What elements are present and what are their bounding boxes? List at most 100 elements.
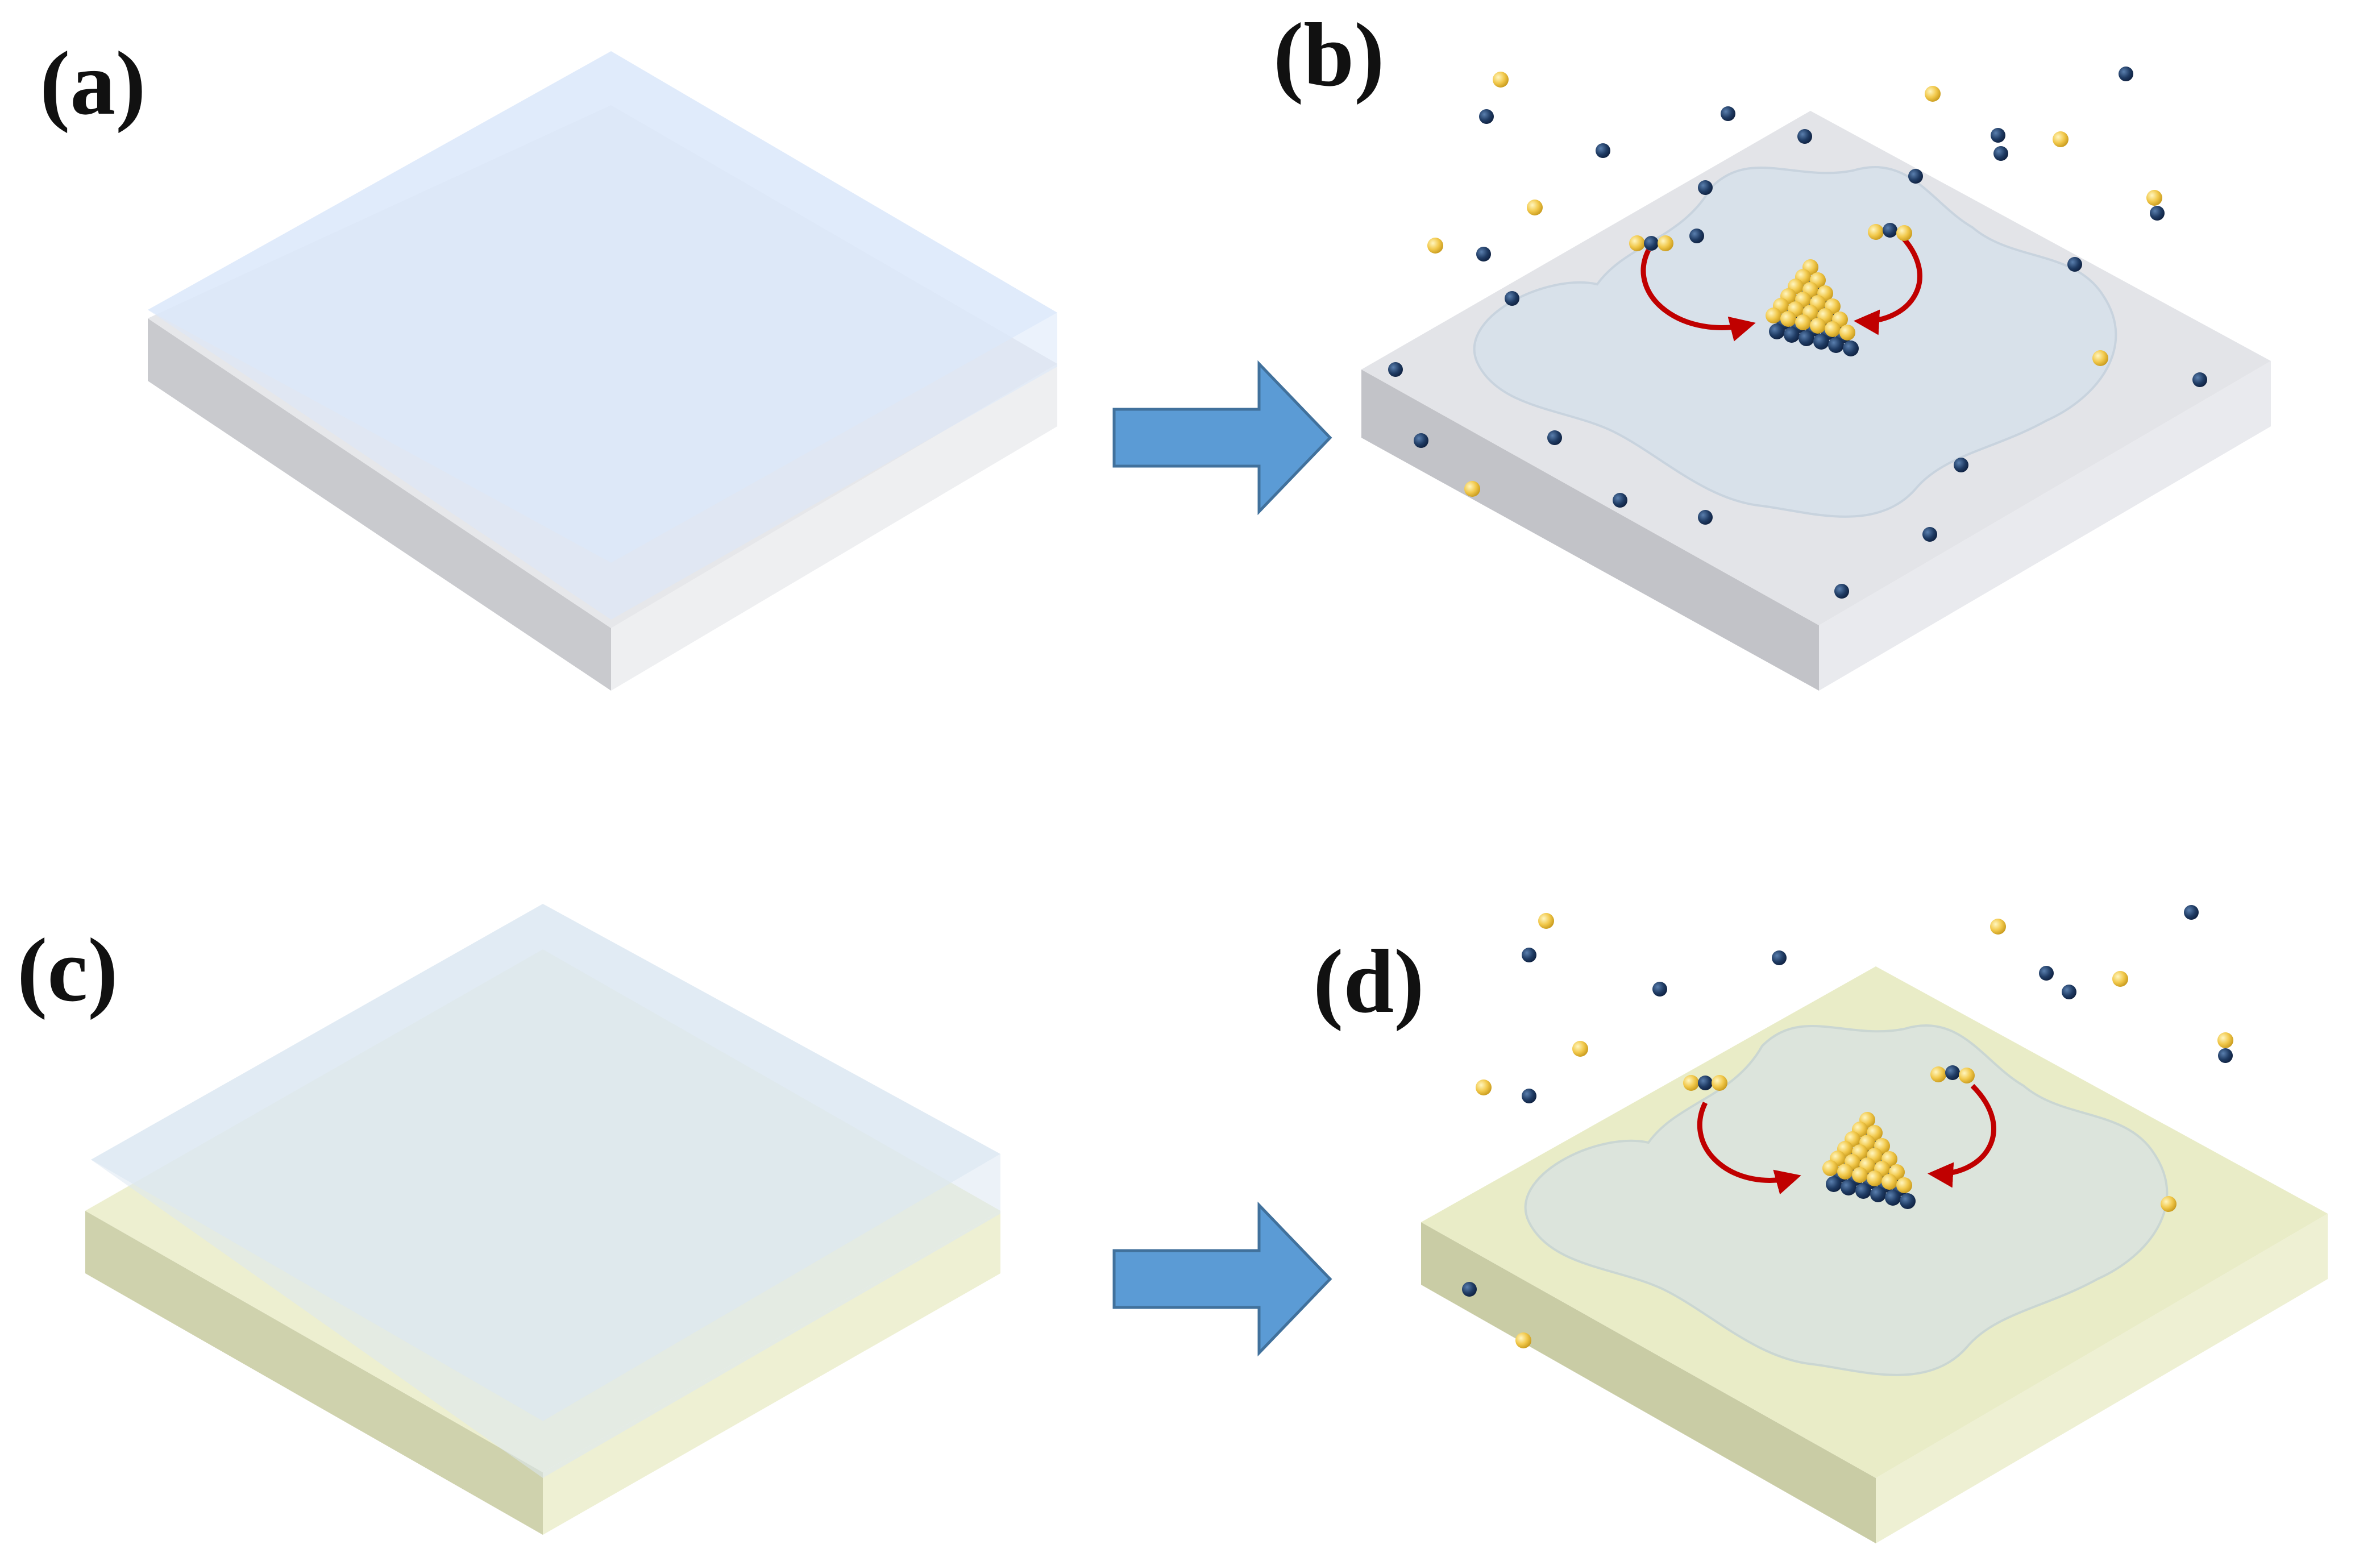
panel-c-film <box>91 904 1000 1478</box>
navy-atom <box>1522 948 1536 962</box>
gold-atom <box>2092 350 2108 366</box>
process-arrow-cd <box>1112 1201 1332 1357</box>
gold-atom <box>1780 311 1796 327</box>
gold-atom <box>1629 235 1645 251</box>
gold-atom <box>1493 72 1509 88</box>
gold-atom <box>2112 971 2128 987</box>
navy-atom <box>1522 1089 1536 1103</box>
substrate-c-right-side <box>543 1211 1000 1535</box>
navy-atom <box>2184 905 2199 920</box>
navy-atom <box>1613 493 1627 508</box>
gold-atom <box>1839 325 1855 341</box>
gold-atom <box>1427 238 1443 254</box>
navy-atom <box>1841 1180 1856 1195</box>
navy-atom <box>2150 206 2165 221</box>
gold-atom <box>1683 1075 1699 1091</box>
navy-atom <box>1855 1183 1871 1199</box>
navy-atom <box>1784 327 1800 343</box>
film-c-top <box>91 904 1000 1421</box>
navy-atom <box>1826 1176 1842 1192</box>
gold-atom <box>1990 919 2006 935</box>
substrate-c-left-side <box>85 1211 543 1535</box>
navy-atom <box>2039 966 2054 981</box>
navy-atom <box>1954 458 1968 472</box>
gold-atom <box>1825 321 1841 337</box>
navy-atom <box>1797 129 1812 144</box>
gold-atom <box>1476 1079 1492 1095</box>
navy-atom <box>1698 1076 1713 1090</box>
navy-atom <box>1698 510 1713 525</box>
gold-atom <box>1868 224 1884 240</box>
navy-atom <box>1596 143 1610 158</box>
navy-atom <box>1388 362 1403 377</box>
crystal-b <box>1766 259 1859 356</box>
gold-atom <box>1527 200 1543 215</box>
navy-atom <box>1828 337 1844 353</box>
gold-atom <box>1925 86 1941 102</box>
curved-arrow-b-right <box>1854 231 1922 335</box>
navy-atom <box>1476 247 1491 261</box>
gold-atom <box>1464 481 1480 497</box>
navy-atom <box>1885 1190 1901 1206</box>
gold-atom <box>1881 1174 1897 1190</box>
navy-atom <box>1698 180 1713 195</box>
process-arrow-ab <box>1112 360 1332 516</box>
atoms-b <box>1388 67 2207 599</box>
navy-atom <box>1547 430 1562 445</box>
navy-atom <box>1843 341 1859 356</box>
curved-arrow-b-left <box>1640 248 1756 342</box>
curved-arrow-d-left <box>1697 1101 1801 1195</box>
gold-atom <box>1795 314 1811 330</box>
film-a-top <box>148 51 1057 563</box>
gold-atom <box>1896 225 1912 241</box>
navy-atom <box>2218 1048 2233 1063</box>
crystal-d <box>1822 1112 1916 1209</box>
gold-atom <box>2146 190 2162 206</box>
gold-atom <box>2161 1196 2177 1212</box>
navy-atom <box>1689 229 1704 243</box>
substrate-a-right-side <box>611 364 1057 691</box>
panel-a-film <box>148 51 1057 620</box>
gold-atom <box>1515 1332 1531 1348</box>
gold-atom <box>1896 1177 1912 1193</box>
panel-label-d: (d) <box>1313 931 1424 1032</box>
navy-atom <box>1922 527 1937 542</box>
navy-atom <box>1652 982 1667 997</box>
curved-arrow-d-right <box>1928 1083 1996 1188</box>
navy-atom <box>1883 223 1897 238</box>
navy-atom <box>1799 330 1814 346</box>
gold-atom <box>1810 318 1826 334</box>
navy-atom <box>1769 323 1785 339</box>
gold-atom <box>1837 1164 1853 1180</box>
gold-atom <box>1822 1160 1838 1176</box>
navy-atom <box>1462 1282 1477 1297</box>
gold-atom <box>1959 1068 1975 1083</box>
panel-label-b: (b) <box>1273 4 1385 105</box>
navy-atom <box>1908 169 1923 184</box>
navy-atom <box>1644 236 1659 251</box>
navy-atom <box>1721 106 1735 121</box>
navy-atom <box>1945 1065 1960 1080</box>
film-a-front <box>148 310 1057 620</box>
panel-label-a: (a) <box>40 32 146 134</box>
navy-atom <box>2119 67 2133 81</box>
gold-atom <box>2053 131 2069 147</box>
atoms-d <box>1462 905 2233 1348</box>
gold-atom <box>1538 913 1554 929</box>
substrate-d-right-side <box>1876 1214 2328 1543</box>
navy-atom <box>1414 433 1428 448</box>
navy-atom <box>2192 372 2207 387</box>
gold-atom <box>1658 235 1673 251</box>
gold-atom <box>1867 1170 1883 1186</box>
gold-atom <box>1572 1041 1588 1057</box>
gold-atom <box>2217 1032 2233 1048</box>
substrate-d-left-side <box>1421 1222 1876 1543</box>
navy-atom <box>1479 109 1494 124</box>
navy-atom <box>1991 128 2005 143</box>
substrate-b-left-side <box>1361 369 1819 691</box>
gold-atom <box>1852 1167 1868 1183</box>
navy-atom <box>1834 584 1849 599</box>
navy-atom <box>2062 985 2076 999</box>
gold-atom <box>1766 308 1781 323</box>
